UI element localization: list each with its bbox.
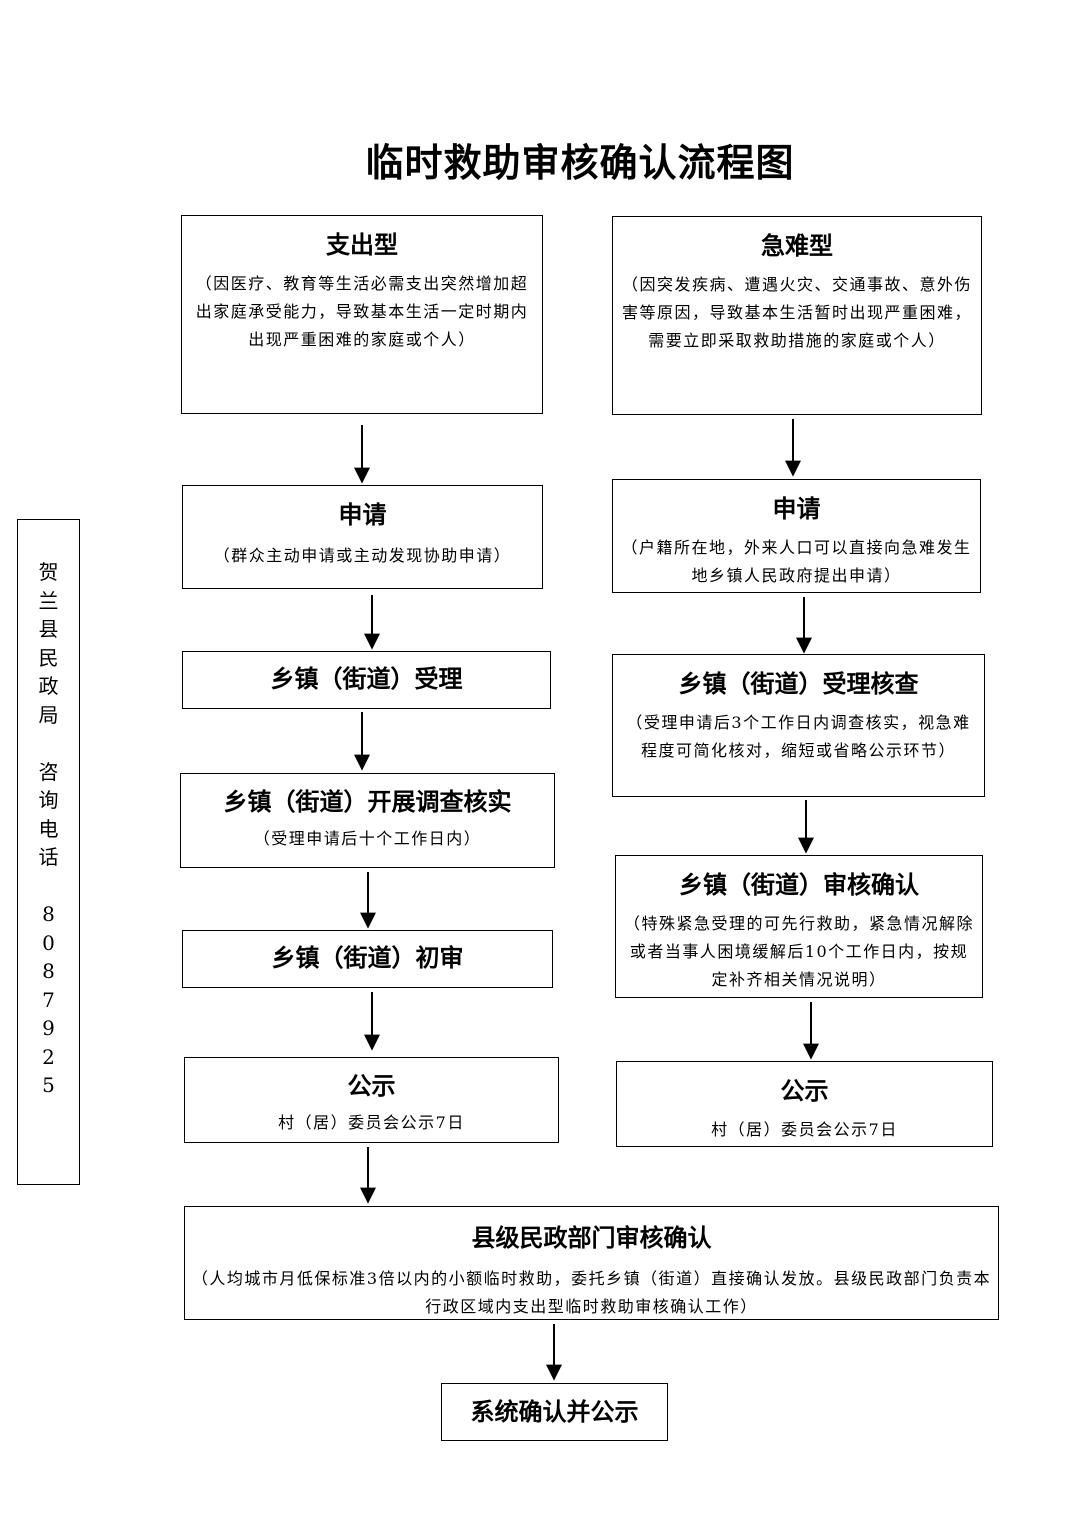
sidebar-org: 贺兰县民政局 — [38, 560, 59, 727]
box-heading: 支出型 — [326, 231, 398, 259]
box-heading: 乡镇（街道）受理 — [270, 665, 463, 693]
box-heading: 申请 — [772, 495, 821, 523]
final-box: 系统确认并公示 — [441, 1383, 668, 1441]
box-description: （特殊紧急受理的可先行救助，紧急情况解除或者当事人困境缓解后10个工作日内，按规… — [623, 914, 974, 989]
box-description: （户籍所在地，外来人口可以直接向急难发生地乡镇人民政府提出申请） — [621, 538, 972, 585]
box-description: （因突发疾病、遭遇火灾、交通事故、意外伤害等原因，导致基本生活暂时出现严重困难，… — [621, 275, 972, 350]
county-confirm-box: 县级民政部门审核确认 （人均城市月低保标准3倍以内的小额临时救助，委托乡镇（街道… — [184, 1206, 999, 1320]
left-investigate-box: 乡镇（街道）开展调查核实 （受理申请后十个工作日内） — [180, 773, 555, 868]
right-type-box: 急难型 （因突发疾病、遭遇火灾、交通事故、意外伤害等原因，导致基本生活暂时出现严… — [612, 216, 982, 415]
left-type-box: 支出型 （因医疗、教育等生活必需支出突然增加超出家庭承受能力，导致基本生活一定时… — [181, 215, 543, 414]
box-description: （群众主动申请或主动发现协助申请） — [213, 546, 512, 565]
box-heading: 乡镇（街道）审核确认 — [679, 871, 919, 899]
right-confirm-box: 乡镇（街道）审核确认 （特殊紧急受理的可先行救助，紧急情况解除或者当事人困境缓解… — [615, 855, 983, 998]
box-heading: 公示 — [347, 1072, 396, 1100]
left-apply-box: 申请 （群众主动申请或主动发现协助申请） — [182, 485, 543, 589]
box-description: 村（居）委员会公示7日 — [278, 1113, 465, 1132]
right-apply-box: 申请 （户籍所在地，外来人口可以直接向急难发生地乡镇人民政府提出申请） — [612, 479, 981, 593]
box-heading: 急难型 — [761, 232, 833, 260]
box-description: （人均城市月低保标准3倍以内的小额临时救助，委托乡镇（街道）直接确认发放。县级民… — [191, 1269, 992, 1316]
right-accept-box: 乡镇（街道）受理核查 （受理申请后3个工作日内调查核实，视急难程度可简化核对，缩… — [612, 654, 985, 797]
box-description: （受理申请后十个工作日内） — [253, 829, 482, 848]
box-heading: 系统确认并公示 — [470, 1398, 639, 1426]
box-heading: 乡镇（街道）开展调查核实 — [223, 788, 512, 816]
page-title: 临时救助审核确认流程图 — [365, 141, 795, 185]
sidebar-label: 咨询电话 — [38, 759, 59, 870]
box-heading: 公示 — [780, 1077, 829, 1105]
box-description: （因医疗、教育等生活必需支出突然增加超出家庭承受能力，导致基本生活一定时期内出现… — [195, 274, 529, 349]
box-description: 村（居）委员会公示7日 — [711, 1120, 898, 1139]
box-heading: 乡镇（街道）受理核查 — [678, 670, 919, 698]
box-description: （受理申请后3个工作日内调查核实，视急难程度可简化核对，缩短或省略公示环节） — [626, 713, 971, 760]
box-heading: 乡镇（街道）初审 — [271, 944, 464, 972]
left-publicity-box: 公示 村（居）委员会公示7日 — [184, 1057, 559, 1143]
right-publicity-box: 公示 村（居）委员会公示7日 — [616, 1061, 993, 1147]
left-accept-box: 乡镇（街道）受理 — [182, 651, 551, 709]
box-heading: 县级民政部门审核确认 — [471, 1224, 712, 1252]
left-review-box: 乡镇（街道）初审 — [182, 930, 553, 988]
box-heading: 申请 — [338, 501, 387, 529]
